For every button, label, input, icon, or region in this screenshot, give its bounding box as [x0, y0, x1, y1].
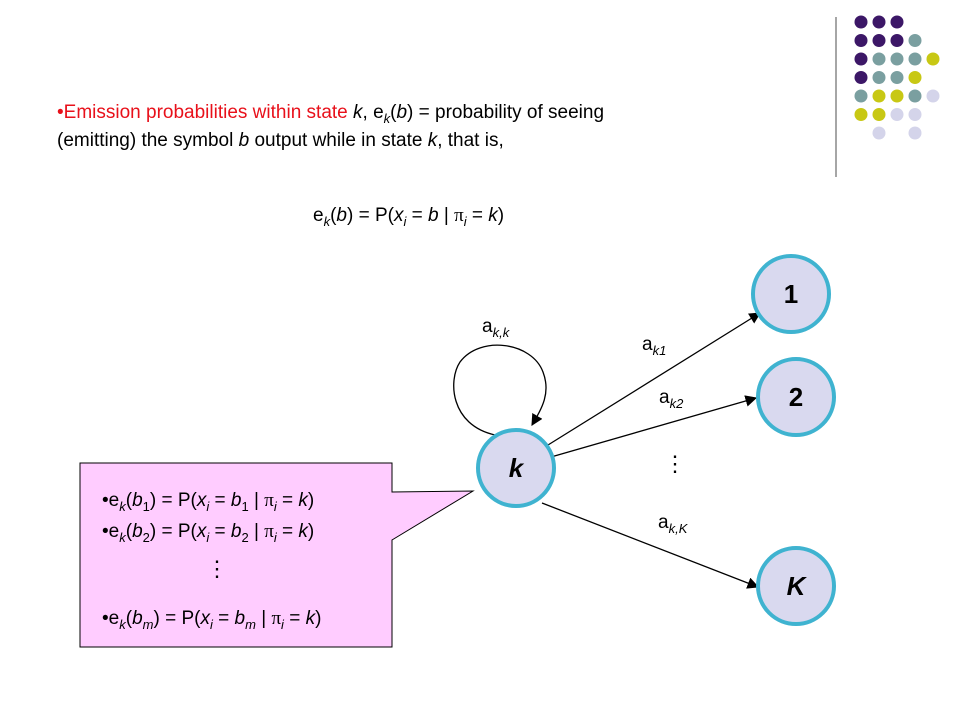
node-state-k	[476, 428, 556, 508]
callout-row-1: •ek(b1) = P(xi = b1 | πi = k)	[102, 490, 314, 514]
edge-k-to-1	[547, 312, 761, 446]
edge-k-to-2	[550, 395, 758, 458]
node-state-K	[756, 546, 836, 626]
edges-vertical-ellipsis: ⋮	[664, 451, 686, 476]
edge-k-to-K	[541, 502, 760, 589]
callout-row-2: •ek(b2) = P(xi = b2 | πi = k)	[102, 521, 314, 545]
callout-box	[79, 462, 475, 648]
decorative-dot	[926, 52, 940, 66]
decorative-dot	[872, 126, 886, 140]
decorative-dot	[872, 15, 886, 29]
decorative-dot	[872, 52, 886, 66]
label-transition-kK: ak,K	[658, 512, 689, 536]
decorative-dot	[908, 71, 922, 84]
decorative-dot	[872, 71, 886, 84]
node-state-k-label: k	[509, 453, 525, 483]
decorative-dot	[854, 52, 868, 66]
decorative-dot	[890, 52, 904, 66]
decorative-dot	[854, 71, 868, 84]
decorative-dot	[890, 108, 904, 121]
decorative-dot	[926, 89, 940, 103]
label-self-transition: ak,k	[482, 316, 511, 340]
decorative-dot	[908, 126, 922, 140]
node-state-2	[756, 357, 836, 437]
decorative-dot	[854, 108, 868, 121]
self-loop-edge	[453, 344, 547, 436]
decorative-dot	[890, 71, 904, 84]
callout-vertical-ellipsis: ⋮	[206, 556, 228, 581]
decorative-dot	[872, 34, 886, 47]
node-state-K-label: K	[787, 571, 808, 601]
decorative-dot	[890, 15, 904, 29]
decorative-dot	[872, 89, 886, 103]
label-transition-k1: ak1	[642, 334, 666, 358]
decorative-dot	[908, 34, 922, 47]
callout-row-m: •ek(bm) = P(xi = bm | πi = k)	[102, 608, 321, 632]
decorative-dot	[890, 34, 904, 47]
label-transition-k2: ak2	[659, 387, 684, 411]
decorative-dot	[854, 89, 868, 103]
decorative-dot	[890, 89, 904, 103]
node-state-2-label: 2	[789, 382, 803, 412]
decorative-dot	[908, 52, 922, 66]
intro-line-1: •Emission probabilities within state k, …	[57, 102, 604, 126]
emission-formula: ek(b) = P(xi = b | πi = k)	[313, 205, 504, 229]
decorative-dot-grid	[854, 15, 940, 140]
decorative-dot	[854, 34, 868, 47]
decorative-dot	[854, 15, 868, 29]
decorative-dot	[908, 89, 922, 103]
node-state-1	[751, 254, 831, 334]
callout-rows: •ek(b1) = P(xi = b1 | πi = k) •ek(b2) = …	[102, 490, 321, 632]
decorative-dot	[872, 108, 886, 121]
decorative-dot	[908, 108, 922, 121]
intro-line-2: (emitting) the symbol b output while in …	[57, 130, 504, 151]
node-state-1-label: 1	[784, 279, 798, 309]
